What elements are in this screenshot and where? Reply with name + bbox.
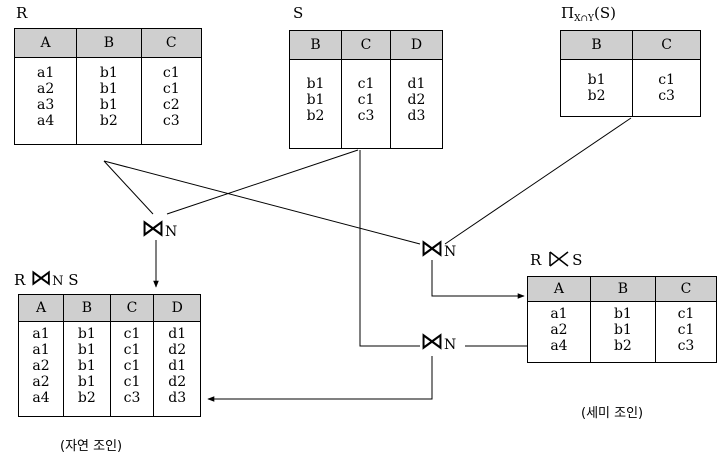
relation-s-table: B C D b1 b1 b2 c1 c1 c3 d1 d2 d3 bbox=[289, 30, 443, 149]
column-header: D bbox=[153, 294, 201, 322]
natural-join-caption: (자연 조인) bbox=[60, 439, 123, 454]
column-header: B bbox=[560, 30, 633, 60]
column-values: d1 d2 d3 bbox=[389, 59, 443, 149]
line-r-to-join1 bbox=[103, 160, 154, 215]
column-header: B bbox=[589, 276, 656, 302]
column-header: B bbox=[63, 294, 111, 322]
arrow-join2-to-semijoin bbox=[431, 260, 525, 299]
column-values: c1 c1 c3 bbox=[654, 301, 717, 363]
column-values: a1 a2 a4 bbox=[550, 306, 568, 354]
column-header: C bbox=[654, 276, 717, 302]
column-header: C bbox=[140, 28, 202, 58]
column-values: b1 b1 b2 bbox=[589, 301, 656, 363]
natural-join-operator-3: ⋈N bbox=[420, 327, 457, 355]
line-s-to-join3 bbox=[359, 150, 420, 347]
line-r-to-join2 bbox=[103, 160, 421, 245]
column-values: c1 c1 c1 c1 c3 bbox=[109, 321, 154, 417]
natural-join-operator-2: ⋈N bbox=[420, 234, 457, 262]
column-values: a1 a2 a3 a4 bbox=[36, 65, 55, 129]
column-header: A bbox=[18, 294, 64, 322]
column-values: c1 c3 bbox=[632, 59, 701, 117]
line-proj-to-join2 bbox=[444, 117, 632, 245]
column-values: d1 d2 d1 d2 d3 bbox=[153, 321, 201, 417]
column-header: C bbox=[109, 294, 154, 322]
relation-r-label: R bbox=[16, 4, 28, 22]
column-values: b1 b1 b1 b1 b2 bbox=[63, 321, 111, 417]
relation-s-label: S bbox=[293, 4, 304, 22]
column-header: C bbox=[632, 30, 701, 60]
semi-join-icon bbox=[549, 251, 569, 267]
arrow-join3-to-result bbox=[207, 356, 433, 402]
column-header: B bbox=[289, 30, 342, 60]
column-header: B bbox=[76, 28, 142, 58]
column-header: C bbox=[341, 30, 391, 60]
semi-join-result-table: A B C a1 a2 a4 b1 b1 b2 c1 c1 c3 bbox=[527, 276, 717, 363]
line-s-to-join1 bbox=[166, 149, 359, 215]
natural-join-operator-1: ⋈N bbox=[141, 214, 178, 242]
column-values: b1 b1 b1 b2 bbox=[76, 57, 142, 145]
projection-label: ΠX∩Y(S) bbox=[561, 4, 616, 24]
projection-table: B C b1 b2 c1 c3 bbox=[560, 30, 701, 117]
natural-join-label: R ⋈N S bbox=[14, 266, 79, 291]
column-values: b1 b1 b2 bbox=[306, 76, 325, 124]
column-values: b1 b2 bbox=[587, 72, 606, 104]
semi-join-label: R S bbox=[530, 251, 583, 269]
column-values: c1 c1 c3 bbox=[341, 59, 391, 149]
relation-r-table: A B C a1 a2 a3 a4 b1 b1 b1 b2 c1 c1 c2 c… bbox=[14, 28, 202, 145]
column-header: A bbox=[14, 28, 77, 58]
semi-join-caption: (세미 조인) bbox=[581, 406, 644, 421]
column-values: c1 c1 c2 c3 bbox=[140, 57, 202, 145]
natural-join-result-table: A B C D a1 a1 a2 a2 a4 b1 b1 b1 b1 b2 c1… bbox=[18, 294, 201, 417]
column-header: A bbox=[527, 276, 591, 302]
column-values: a1 a1 a2 a2 a4 bbox=[32, 326, 50, 406]
column-header: D bbox=[389, 30, 443, 60]
